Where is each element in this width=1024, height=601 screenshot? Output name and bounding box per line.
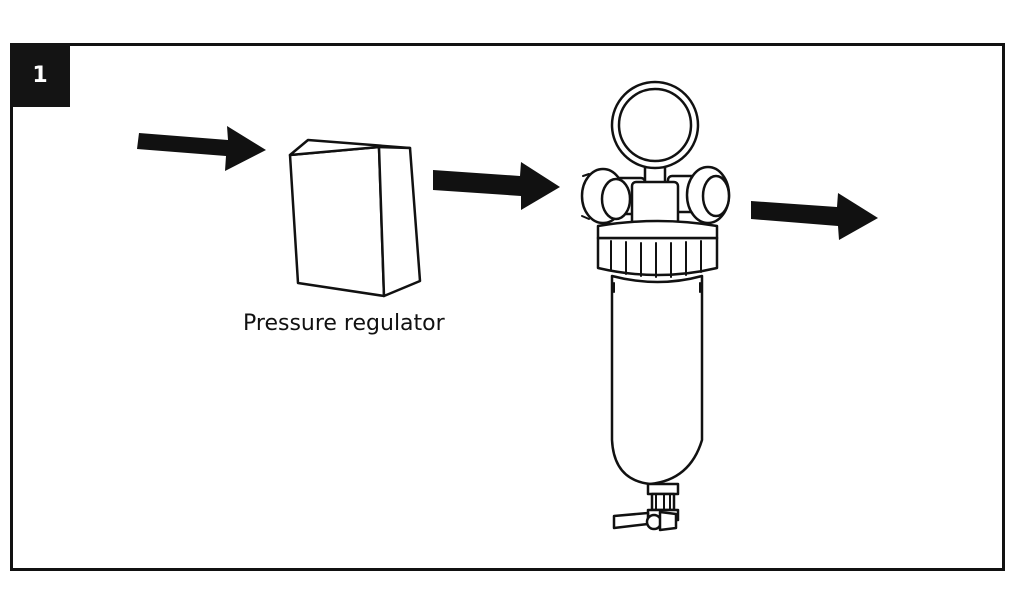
pressure-regulator-box-icon	[288, 138, 422, 298]
drain-valve-icon	[612, 482, 680, 532]
inlet-port-icon	[580, 167, 647, 225]
step-number-badge: 1	[10, 43, 70, 107]
diagram-frame	[10, 43, 1005, 571]
flow-arrow-inlet-icon	[137, 126, 266, 171]
pressure-gauge-icon	[610, 80, 700, 186]
pressure-regulator-label: Pressure regulator	[243, 311, 445, 336]
filter-ring-nut-icon	[596, 219, 719, 278]
filter-bowl-icon	[610, 274, 704, 486]
flow-arrow-middle-icon	[433, 162, 560, 210]
flow-arrow-outlet-icon	[751, 193, 878, 240]
water-filter-icon	[580, 80, 731, 532]
